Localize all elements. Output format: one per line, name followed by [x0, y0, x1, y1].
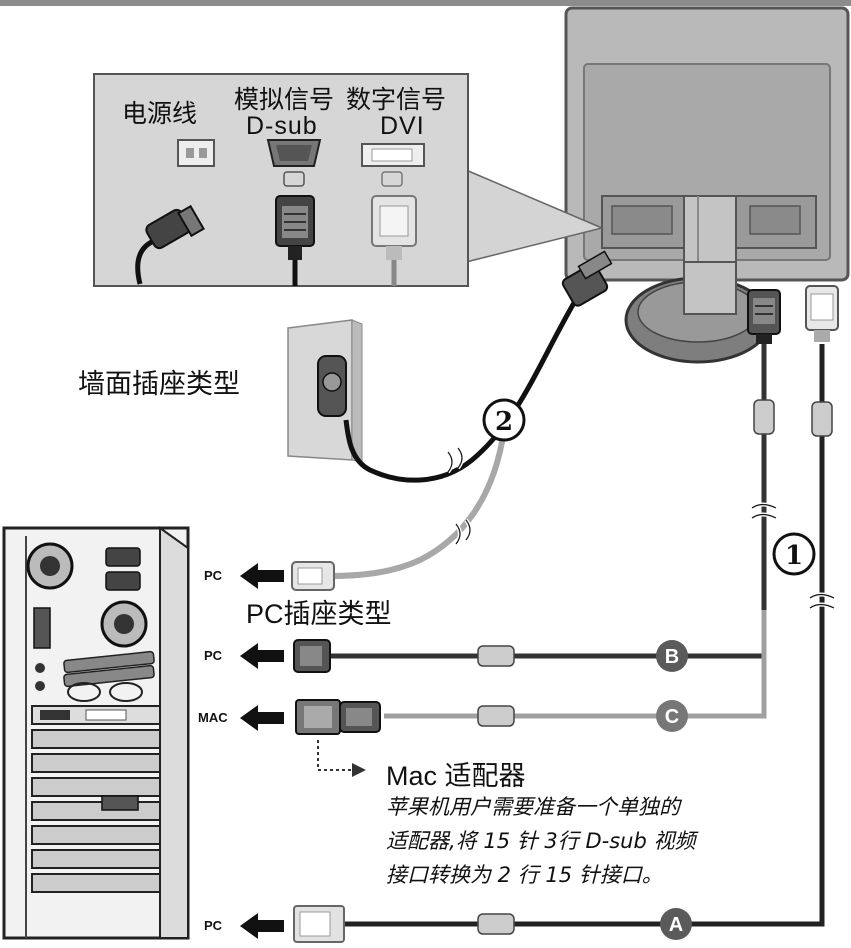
dsub-label: D-sub: [246, 112, 318, 140]
dvi-port-icon: [361, 143, 425, 187]
connector-panel: [93, 73, 469, 287]
dvi-plug-icon: [371, 195, 417, 286]
mac-adapter-pointer: [317, 740, 352, 771]
analog-signal-label: 模拟信号: [234, 85, 335, 114]
pc-dvi-plug: [293, 905, 345, 943]
pc-tag-a: PC: [204, 918, 223, 933]
power-plug-icon: [135, 204, 205, 285]
mac-note-line: 适配器,将 15 针 3行 D-sub 视频: [386, 829, 696, 853]
mac-adapter-plug: [295, 699, 381, 735]
ferrite-core: [811, 401, 833, 437]
marker-a: A: [660, 908, 692, 940]
mac-cable: [384, 610, 767, 719]
mac-tag: MAC: [198, 710, 228, 725]
monitor-power-plug: [561, 250, 613, 307]
pc-arrow-b: [240, 643, 284, 669]
ferrite-core: [477, 913, 515, 935]
mac-note-line: 接口转换为 2 行 15 针接口。: [386, 863, 663, 887]
pc-tower: [2, 526, 190, 940]
power-socket-icon: [177, 139, 215, 167]
pc-tag-b: PC: [204, 648, 223, 663]
pc-tag-power: PC: [204, 568, 223, 583]
mac-arrow: [240, 705, 284, 731]
step-marker-2: 2: [482, 398, 526, 442]
pc-arrow-power: [240, 563, 284, 589]
svg-text:C: C: [665, 706, 679, 728]
monitor-rear: [564, 6, 850, 364]
power-cable-wall: [343, 294, 581, 483]
monitor-dsub-connector: [747, 289, 781, 344]
power-cable-pc: [329, 429, 507, 579]
mac-note-line: 苹果机用户需要准备一个单独的: [386, 795, 680, 819]
pc-outlet-label: PC插座类型: [246, 599, 392, 629]
ferrite-core: [477, 645, 515, 667]
mac-adapter-label: Mac 适配器: [386, 761, 526, 791]
ferrite-core: [477, 705, 515, 727]
svg-text:2: 2: [495, 407, 513, 437]
pc-arrow-a: [240, 913, 284, 939]
power-cable-label: 电源线: [122, 99, 198, 128]
top-border: [0, 0, 851, 6]
marker-c: C: [656, 700, 688, 732]
pc-power-plug: [291, 561, 335, 591]
step-marker-1: 1: [772, 532, 816, 576]
dsub-plug-icon: [275, 195, 315, 286]
svg-text:B: B: [665, 646, 679, 668]
dvi-label: DVI: [380, 112, 425, 140]
wall-outlet: [287, 319, 363, 463]
monitor-dvi-connector: [805, 285, 839, 342]
marker-b: B: [656, 640, 688, 672]
ferrite-core: [753, 399, 775, 435]
svg-text:A: A: [669, 914, 683, 936]
dsub-cable: [330, 340, 767, 659]
dsub-port-icon: [266, 139, 322, 187]
svg-text:1: 1: [785, 541, 803, 571]
pc-dsub-plug: [293, 639, 331, 673]
wall-outlet-label: 墙面插座类型: [78, 369, 240, 400]
digital-signal-label: 数字信号: [346, 85, 447, 114]
